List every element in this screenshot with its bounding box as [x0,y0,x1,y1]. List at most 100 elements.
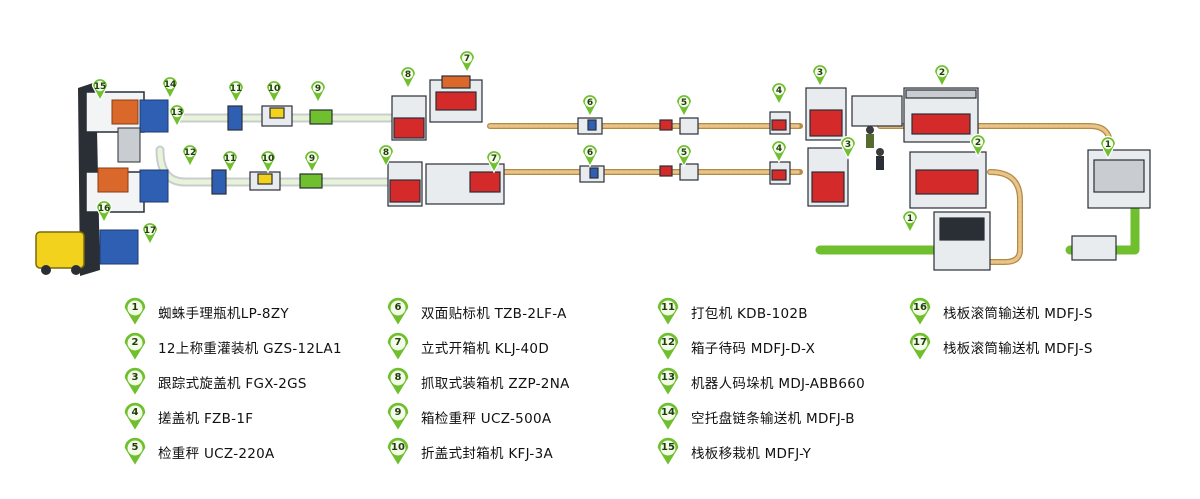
legend-pin-icon [386,402,410,432]
legend-number: 1 [131,302,139,313]
legend-item: 2 12上称重灌装机 GZS-12LA1 [120,332,342,362]
legend-label: 打包机 KDB-102B [691,306,808,322]
legend-label: 折盖式封箱机 KFJ-3A [421,446,554,462]
marker-pin-number: 8 [383,148,389,158]
marker-pin-number: 1 [1105,140,1111,150]
legend-label: 空托盘链条输送机 MDFJ-B [691,411,855,427]
legend-number: 4 [131,407,139,418]
marker-pin-number: 10 [268,84,281,94]
legend-number: 12 [661,337,675,348]
legend-label: 跟踪式旋盖机 FGX-2GS [158,376,307,392]
marker-pin-face [773,142,785,154]
marker-pin-number: 4 [776,86,782,96]
marker-pin-number: 3 [817,68,823,78]
legend-item: 9 箱检重秤 UCZ-500A [383,402,551,432]
legend-label: 搓盖机 FZB-1F [158,411,254,427]
marker-pin-number: 3 [845,140,851,150]
legend-item: 11 打包机 KDB-102B [653,297,808,327]
legend-number: 11 [661,302,675,313]
legend-label: 检重秤 UCZ-220A [158,446,275,462]
upper-line-machines [227,75,1151,209]
marker-pin: 4 [770,81,788,106]
marker-pin: 8 [399,65,417,90]
legend-pin-icon [908,332,932,362]
legend-number: 2 [131,337,139,348]
marker-pin-number: 2 [939,68,945,78]
marker-pin-number: 2 [975,138,981,148]
legend-pin-icon [123,402,147,432]
marker-pin-face [678,96,690,108]
conveyors [155,113,1140,265]
legend-pin-icon [386,367,410,397]
marker-pin: 6 [581,93,599,118]
legend-number-badge: 11 [653,297,683,327]
legend-pin-icon [656,367,680,397]
legend-item: 8 抓取式装箱机 ZZP-2NA [383,367,570,397]
marker-pin: 9 [303,149,321,174]
marker-pin: 15 [91,77,109,102]
marker-pin-number: 14 [164,80,177,90]
marker-pin: 17 [141,221,159,246]
marker-pin: 10 [265,79,283,104]
legend-number: 5 [131,442,139,453]
legend-number: 10 [391,442,405,453]
marker-pin-face [144,224,156,236]
marker-pin-face [1102,138,1114,150]
legend-number-badge: 13 [653,367,683,397]
marker-pin-number: 10 [262,154,275,164]
marker-pin: 3 [839,135,857,160]
legend-pin-icon [123,332,147,362]
marker-pin-face [184,146,196,158]
legend-item: 4 搓盖机 FZB-1F [120,402,253,432]
legend-pin-icon [656,402,680,432]
legend-label: 栈板滚筒输送机 MDFJ-S [943,306,1093,322]
marker-pin: 11 [227,79,245,104]
legend-item: 16 栈板滚筒输送机 MDFJ-S [905,297,1093,327]
legend-pin-icon [656,437,680,467]
legend-pin-icon [908,297,932,327]
legend-number: 16 [913,302,927,313]
marker-pin: 7 [458,49,476,74]
marker-pin-face [842,138,854,150]
marker-pin: 2 [933,63,951,88]
legend-number-badge: 2 [120,332,150,362]
legend-label: 蜘蛛手理瓶机LP-8ZY [158,306,289,322]
legend-number-badge: 9 [383,402,413,432]
lower-line-machines [211,147,1117,271]
marker-pin: 7 [485,149,503,174]
legend-item: 3 跟踪式旋盖机 FGX-2GS [120,367,307,397]
marker-pin-number: 7 [491,154,497,164]
marker-pin-number: 11 [224,154,237,164]
legend-item: 1 蜘蛛手理瓶机LP-8ZY [120,297,289,327]
legend-number-badge: 17 [905,332,935,362]
legend-pin-icon [386,437,410,467]
marker-pin-face [678,146,690,158]
legend-number-badge: 8 [383,367,413,397]
marker-pin-number: 8 [405,70,411,80]
marker-pin-face [488,152,500,164]
marker-pin-face [224,152,236,164]
legend-number-badge: 1 [120,297,150,327]
legend-label: 栈板移栽机 MDFJ-Y [691,446,812,462]
legend-label: 栈板滚筒输送机 MDFJ-S [943,341,1093,357]
marker-pin-number: 7 [464,54,470,64]
operators [866,126,884,170]
legend-label: 12上称重灌装机 GZS-12LA1 [158,341,342,357]
legend-number: 3 [131,372,139,383]
marker-pin-face [814,66,826,78]
marker-pin: 5 [675,93,693,118]
marker-pin-face [268,82,280,94]
legend-label: 抓取式装箱机 ZZP-2NA [421,376,570,392]
marker-pin: 6 [581,143,599,168]
legend-pin-icon [656,332,680,362]
marker-pin-face [972,136,984,148]
legend-label: 箱检重秤 UCZ-500A [421,411,552,427]
marker-pin: 12 [181,143,199,168]
legend-pin-icon [386,297,410,327]
legend-number-badge: 6 [383,297,413,327]
marker-pin-number: 4 [776,144,782,154]
legend-item: 10 折盖式封箱机 KFJ-3A [383,437,553,467]
